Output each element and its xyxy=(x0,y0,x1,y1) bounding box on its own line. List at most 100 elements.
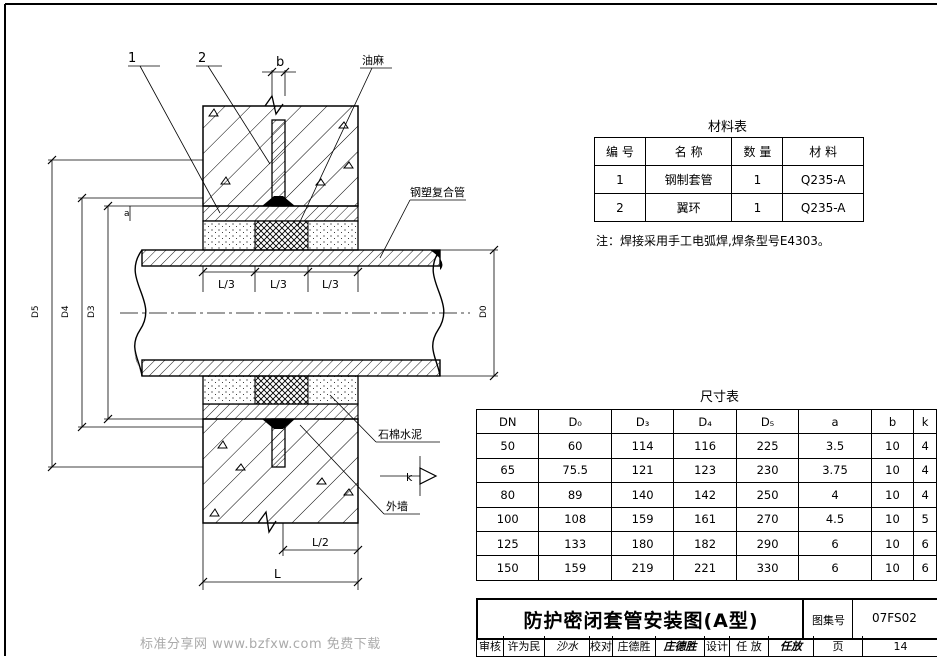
table-cell: 100 xyxy=(475,506,540,532)
label-steel-plastic-pipe: 钢塑复合管 xyxy=(410,185,465,199)
materials-table: 编 号 名 称 数 量 材 料 1 钢制套管 1 Q235-A 2 翼环 1 Q… xyxy=(594,137,864,222)
table-cell: 161 xyxy=(673,506,737,532)
label-asbestos-cement: 石棉水泥 xyxy=(378,427,422,441)
dimension-table: DN D₀ D₃ D₄ D₅ a b k 50 60 114 116 225 3… xyxy=(475,408,937,581)
table-cell: 10 xyxy=(870,457,915,484)
table-cell: 159 xyxy=(610,506,675,532)
atlas-number: 07FS02 xyxy=(872,611,917,625)
label-a: a xyxy=(124,209,130,219)
table-cell: 159 xyxy=(538,555,612,581)
wing-ring xyxy=(262,119,295,468)
table-cell: 10 xyxy=(870,530,915,557)
table-cell: 1 xyxy=(594,165,646,194)
designer-signature: 任放 xyxy=(769,636,814,656)
table-cell: 2 xyxy=(594,193,646,222)
atlas-label: 图集号 xyxy=(812,614,845,627)
table-header: 编 号 xyxy=(594,137,646,166)
table-cell: 125 xyxy=(475,530,540,557)
check-label: 校对 xyxy=(590,636,613,656)
table-header: D₅ xyxy=(735,408,800,435)
table-cell: 225 xyxy=(735,433,800,459)
table-row: 1 钢制套管 1 Q235-A xyxy=(594,165,864,194)
wall-break-top xyxy=(264,94,284,116)
design-label: 设计 xyxy=(705,636,730,656)
table-header: D₃ xyxy=(610,408,675,435)
label-D5: D5 xyxy=(31,305,41,318)
table-cell: 6 xyxy=(798,555,872,581)
table-cell: 270 xyxy=(735,506,800,532)
table-cell: 133 xyxy=(538,530,612,557)
watermark: 标准分享网 www.bzfxw.com 免费下载 xyxy=(140,637,381,652)
table-cell: 10 xyxy=(870,555,915,581)
label-D0: D0 xyxy=(479,305,489,318)
table-cell: 330 xyxy=(735,555,800,581)
drawing-labels: 1 2 b 油麻 钢塑复合管 石棉水泥 外墙 k a L/3 L/3 L/3 L… xyxy=(31,51,489,581)
seal-upper xyxy=(202,220,359,251)
table-cell: 钢制套管 xyxy=(644,165,733,194)
page-label: 页 xyxy=(814,636,863,656)
table-row: 80 89 140 142 250 4 10 4 xyxy=(475,482,937,508)
welding-note: 注：焊接采用手工电弧焊,焊条型号E4303。 xyxy=(596,234,830,248)
table-cell: 114 xyxy=(610,433,675,459)
table-header: 数 量 xyxy=(731,137,784,166)
callout-1: 1 xyxy=(128,51,136,66)
label-outer-wall: 外墙 xyxy=(386,499,408,513)
table-cell: 221 xyxy=(673,555,737,581)
leader-lines xyxy=(128,65,466,515)
table-cell: 4 xyxy=(913,457,937,484)
table-header-row: 编 号 名 称 数 量 材 料 xyxy=(594,137,864,166)
table-cell: 250 xyxy=(735,482,800,508)
table-cell: 116 xyxy=(673,433,737,459)
table-cell: 10 xyxy=(870,433,915,459)
table-cell: 123 xyxy=(673,457,737,484)
table-header: a xyxy=(798,408,872,435)
table-cell: 80 xyxy=(475,482,540,508)
label-b: b xyxy=(276,55,284,70)
table-cell: 230 xyxy=(735,457,800,484)
label-l3-2: L/3 xyxy=(270,278,287,291)
table-cell: 3.75 xyxy=(798,457,872,484)
table-cell: 3.5 xyxy=(798,433,872,459)
table-header: D₄ xyxy=(673,408,737,435)
k-arrow xyxy=(419,467,438,485)
table-cell: 6 xyxy=(913,555,937,581)
table-row: 50 60 114 116 225 3.5 10 4 xyxy=(475,433,937,459)
table-row: 65 75.5 121 123 230 3.75 10 4 xyxy=(475,457,937,484)
drawing-title: 防护密闭套管安装图(A型) xyxy=(476,598,804,640)
table-cell: 219 xyxy=(610,555,675,581)
label-D3: D3 xyxy=(87,305,97,318)
dimension-lines xyxy=(48,70,498,590)
table-cell: 290 xyxy=(735,530,800,557)
table-row: 150 159 219 221 330 6 10 6 xyxy=(475,555,937,581)
label-k: k xyxy=(406,471,413,484)
wall-break-bottom xyxy=(257,510,277,534)
dimension-ticks xyxy=(47,67,499,587)
sheet-border xyxy=(4,3,937,656)
title-block: 防护密闭套管安装图(A型) 图集号 07FS02 审核 许为民 沙水 校对 庄德… xyxy=(476,598,937,657)
table-cell: 150 xyxy=(475,555,540,581)
label-l3-1: L/3 xyxy=(218,278,235,291)
atlas-info: 图集号 07FS02 xyxy=(802,598,937,640)
table-cell: 5 xyxy=(913,506,937,532)
table-cell: 4 xyxy=(913,433,937,459)
signature-row: 审核 许为民 沙水 校对 庄德胜 庄德胜 设计 任 放 任放 页 14 xyxy=(476,636,937,657)
table-cell: 1 xyxy=(731,165,784,194)
dimension-table-caption: 尺寸表 xyxy=(700,390,740,405)
table-cell: 50 xyxy=(475,433,540,459)
reviewer-name: 许为民 xyxy=(504,636,545,656)
table-cell: 89 xyxy=(538,482,612,508)
table-header: DN xyxy=(475,408,540,435)
table-cell: 65 xyxy=(475,457,540,484)
table-cell: 4 xyxy=(798,482,872,508)
table-header: k xyxy=(913,408,937,435)
label-l2: L/2 xyxy=(312,536,329,549)
designer-name: 任 放 xyxy=(730,636,769,656)
table-cell: Q235-A xyxy=(782,165,864,194)
table-row: 2 翼环 1 Q235-A xyxy=(594,193,864,222)
table-header: D₀ xyxy=(538,408,612,435)
table-cell: 10 xyxy=(870,482,915,508)
label-D4: D4 xyxy=(61,305,71,318)
label-oakum: 油麻 xyxy=(362,53,384,67)
label-L: L xyxy=(274,567,281,581)
table-cell: 75.5 xyxy=(538,457,612,484)
